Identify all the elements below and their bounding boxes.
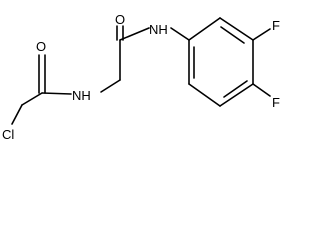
atom-label-f-meta: F [272, 18, 280, 33]
bond-carbonyl-left-nh [41, 92, 72, 95]
ring-bond-5 [219, 17, 254, 41]
bond-ring-f-para [252, 83, 271, 97]
bond-ring-f-meta [252, 28, 271, 41]
ring-inner-double-3 [220, 26, 245, 44]
ring-bond-6 [188, 17, 221, 41]
bond-carbonyl-right-nh [119, 27, 150, 41]
canvas-background [0, 0, 292, 147]
bond-cl-ch2 [11, 104, 23, 125]
bond-ch2-carbonyl-left [21, 92, 43, 106]
atom-label-oxygen-left: O [36, 39, 46, 54]
atom-label-nh-left: NH [72, 88, 91, 103]
atom-label-nh-right: NH [149, 22, 168, 37]
atom-label-group: Cl O NH O NH F F [2, 12, 280, 142]
ring-bond-3 [219, 83, 254, 107]
chemical-structure: Cl O NH O NH F F [0, 0, 292, 147]
atom-label-f-para: F [272, 95, 280, 110]
ring-bond-2 [188, 83, 221, 107]
atom-label-cl: Cl [2, 127, 14, 142]
bond-group [11, 17, 271, 125]
bond-nh-aryl [170, 27, 190, 41]
atom-label-oxygen-right: O [115, 12, 125, 27]
bond-nh-ch2-middle [100, 79, 121, 93]
ring-inner-double-2 [223, 80, 248, 98]
